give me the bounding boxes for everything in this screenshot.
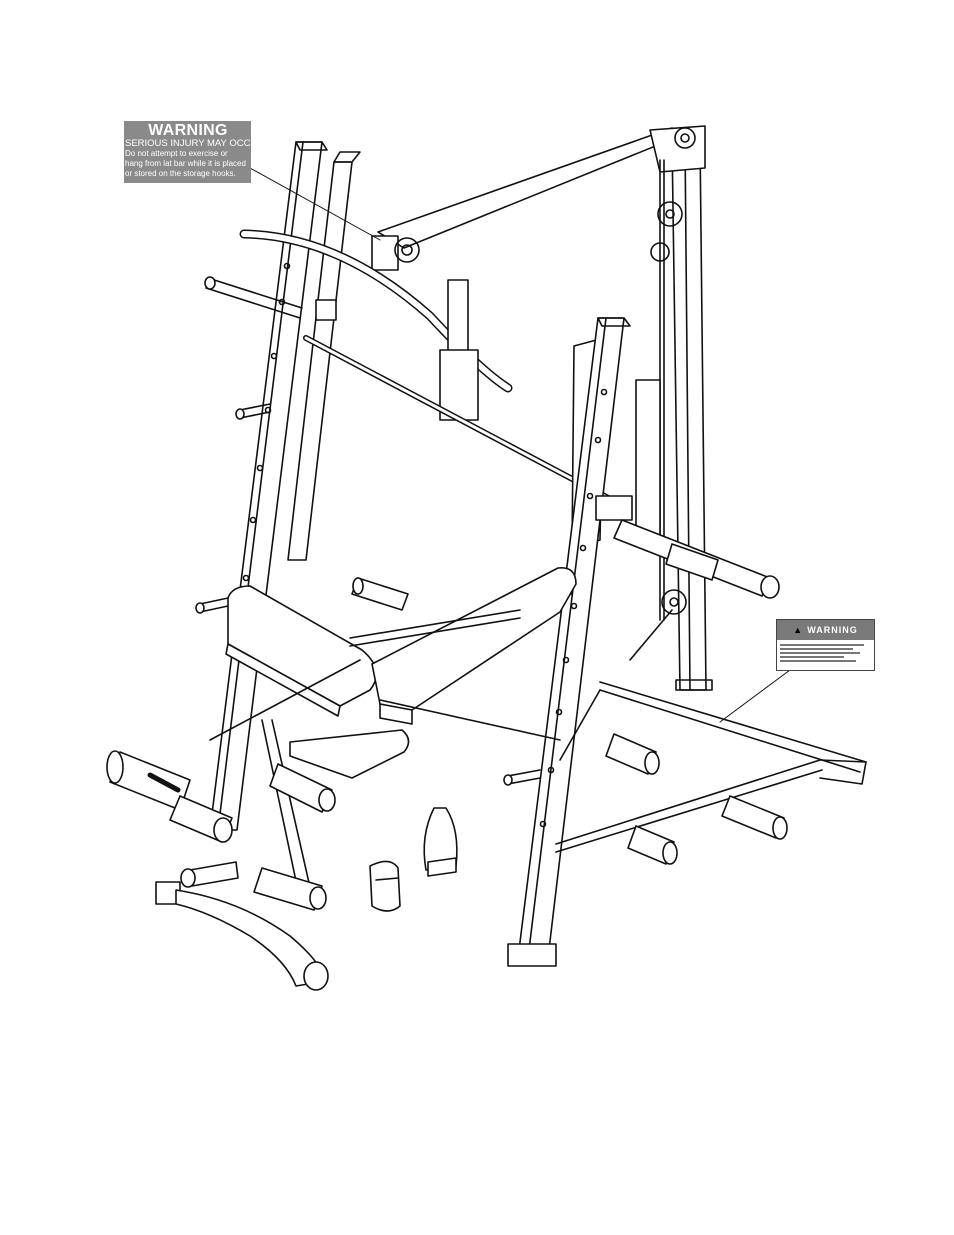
- warning-label-title: WARNING: [807, 625, 858, 635]
- guide-column: [439, 279, 661, 541]
- ankle-cuff: [369, 860, 401, 912]
- left-rear-upright: [287, 151, 361, 561]
- warning-label-subtitle: SERIOUS INJURY MAY OCCUR: [125, 138, 251, 149]
- stirrup-handle: [423, 807, 458, 877]
- leg-rollers: [106, 750, 336, 911]
- warning-label-line: hang from lat bar while it is placed: [125, 159, 246, 168]
- warning-label-base: ▲WARNING: [776, 619, 875, 671]
- bench-frame: [209, 609, 561, 901]
- front-base-foot: [155, 881, 329, 991]
- label-leaders: [249, 167, 791, 723]
- warning-fine-print: [777, 640, 874, 662]
- lat-bar: [239, 229, 513, 393]
- warning-label-line: Do not attempt to exercise or: [125, 149, 228, 158]
- base-posts: [351, 577, 788, 865]
- bench: [225, 567, 577, 779]
- warning-label-header: ▲WARNING: [777, 620, 874, 640]
- warning-triangle-icon: ▲: [793, 625, 804, 635]
- warning-label-line: or stored on the storage hooks.: [125, 169, 236, 178]
- smith-bar: [303, 299, 615, 503]
- warning-label-lat-bar: WARNING SERIOUS INJURY MAY OCCUR Do not …: [124, 121, 251, 183]
- base-frame: [555, 681, 867, 853]
- bar-sleeve-right: [613, 519, 780, 599]
- right-front-upright: [507, 317, 633, 967]
- top-cross-beam: [371, 125, 706, 271]
- warning-label-title: WARNING: [148, 122, 228, 139]
